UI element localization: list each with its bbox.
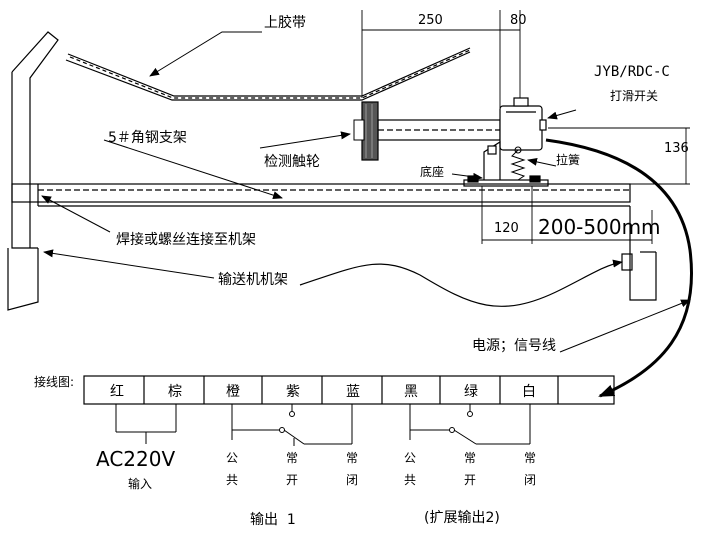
label-conveyor-frame: 输送机机架 [218,272,288,288]
svg-text:共: 共 [404,473,416,487]
label-base: 底座 [420,164,444,179]
label-input: 输入 [128,476,152,491]
label-ac220v: AC220V [96,447,175,471]
label-output1: 输出 1 [250,512,296,528]
label-upper-belt: 上胶带 [264,14,306,31]
leader-arrows [41,31,691,353]
svg-text:共: 共 [226,473,238,487]
terminal-blue: 蓝 [346,384,360,400]
terminal-strip [83,375,615,405]
terminal-black: 黑 [404,384,418,400]
left-post [11,31,59,249]
svg-text:常: 常 [346,451,358,465]
svg-text:闭: 闭 [524,473,536,487]
terminal-green: 绿 [464,384,478,400]
tension-spring [510,146,526,181]
terminal-brown: 棕 [168,384,182,400]
svg-text:常: 常 [524,451,536,465]
frame-leader-curve [299,259,623,307]
dim-136: 136 [664,141,689,156]
label-model: JYB/RDC-C [594,64,670,80]
dimension-lines [361,10,690,244]
terminal-orange: 橙 [226,384,240,400]
detection-shaft [377,119,501,141]
label-angle-steel: 5＃角钢支架 [108,130,187,146]
terminal-red: 红 [110,384,124,400]
dim-200-500: 200-500mm [538,215,661,239]
svg-text:公: 公 [226,451,238,465]
detection-wheel [353,101,379,161]
dim-250: 250 [418,13,443,28]
terminal-white: 白 [522,384,536,400]
switch-body [499,97,547,151]
terminal-purple: 紫 [286,384,300,400]
label-switch-name: 打滑开关 [610,89,658,103]
label-detect-wheel: 检测触轮 [264,154,320,170]
label-weld: 焊接或螺丝连接至机架 [116,231,256,248]
svg-text:常: 常 [286,451,298,465]
label-output2: (扩展输出2) [424,510,500,526]
upper-belt [65,47,471,101]
svg-text:闭: 闭 [346,473,358,487]
svg-text:公: 公 [404,451,416,465]
input-wiring [115,404,177,444]
output2-terminal-captions: 公 共 常 开 常 闭 [404,451,536,487]
output1-terminal-captions: 公 共 常 开 常 闭 [226,451,358,487]
dim-120: 120 [494,221,519,236]
label-power-signal: 电源；信号线 [472,338,556,354]
wiring-title: 接线图: [34,374,74,389]
label-spring: 拉簧 [556,152,580,167]
output2-wiring [409,404,531,445]
svg-text:常: 常 [464,451,476,465]
angle-steel-support [11,183,631,207]
svg-text:开: 开 [286,473,298,487]
svg-text:开: 开 [464,473,476,487]
output1-wiring [231,404,353,446]
signal-cable [545,138,693,398]
dim-80: 80 [510,13,527,28]
